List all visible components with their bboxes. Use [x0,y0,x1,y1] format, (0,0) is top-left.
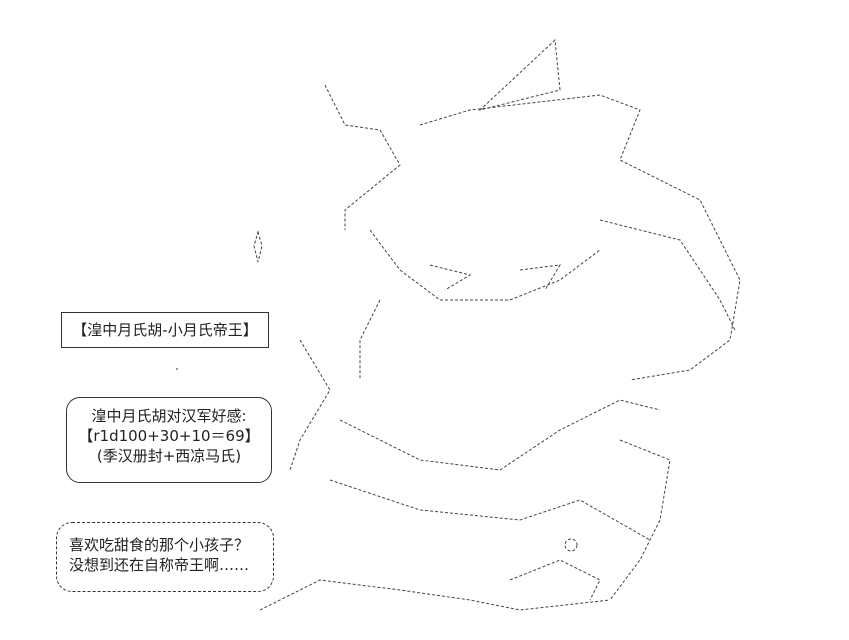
face [369,229,601,301]
title-box: 【湟中月氏胡-小月氏帝王】 [61,312,269,348]
body-center [339,399,661,471]
stray-dot [176,368,178,370]
robe [329,479,651,541]
favor-line-3: (季汉册封+西凉马氏) [96,447,242,465]
hair-left [324,84,401,230]
hair-flow-right [599,219,736,331]
title-text: 【湟中月氏胡-小月氏帝王】 [72,321,258,339]
sleeve-bottom [259,579,611,611]
speech-line-1: 喜欢吃甜食的那个小孩子？ [69,536,250,554]
sparkle-icon [253,230,263,263]
hair-spike-top [478,38,561,111]
hand [509,559,601,601]
favor-line-1: 湟中月氏胡对汉军好感: [91,407,247,425]
body-left [289,339,331,471]
tail-right [609,439,671,601]
shoulder-line [359,299,381,380]
eye-right [519,264,561,291]
eye-left [429,264,472,291]
favor-box: 湟中月氏胡对汉军好感: 【r1d100+30+10＝69】 (季汉册封+西凉马氏… [66,397,272,483]
favor-line-2: 【r1d100+30+10＝69】 [78,427,260,445]
speech-bubble: 喜欢吃甜食的那个小孩子？ 没想到还在自称帝王啊…… [56,522,274,592]
ornament-circle [564,538,578,552]
speech-line-2: 没想到还在自称帝王啊…… [69,556,250,574]
hair-mass [419,94,741,381]
